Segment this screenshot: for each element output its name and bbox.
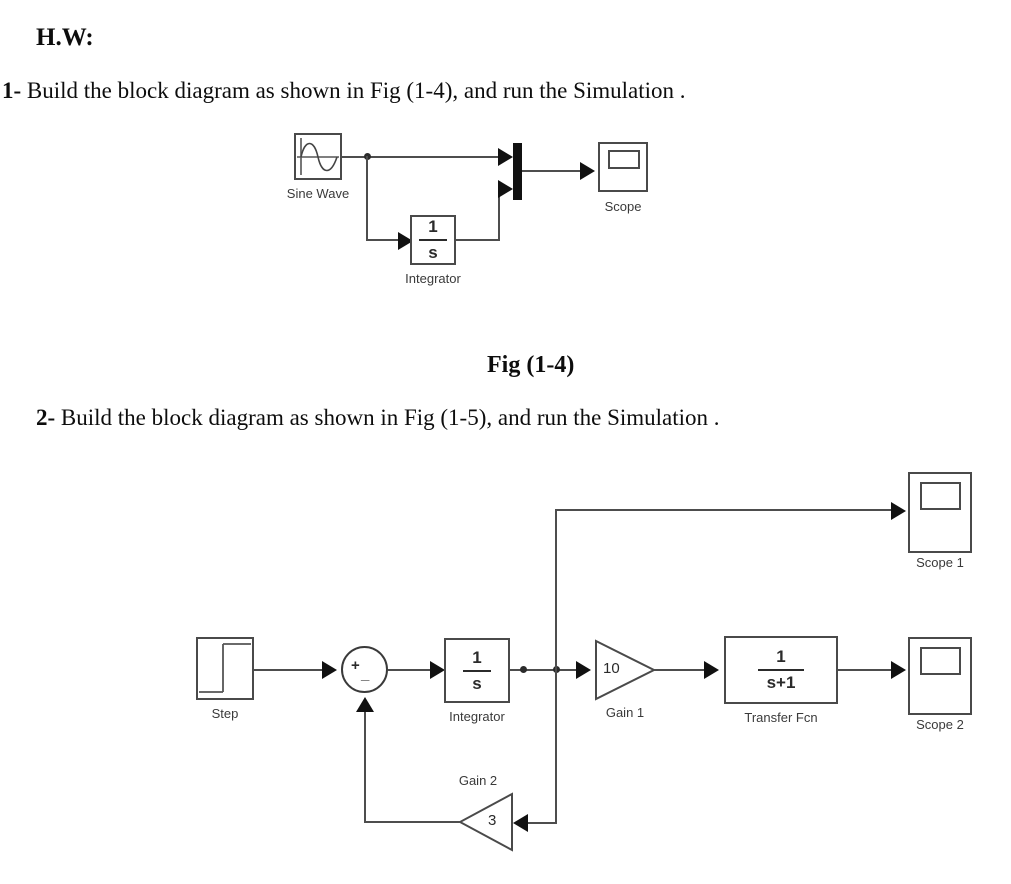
page-title: H.W: [36, 24, 94, 51]
integrator-numerator-1: 1 [428, 217, 438, 237]
branch-point-integrator-out [520, 666, 527, 673]
wire-sine-branch-down [366, 156, 368, 240]
figure-caption-1-4: Fig (1-4) [487, 352, 575, 378]
arrow-into-gain-1 [576, 661, 591, 679]
integrator-expression-1: 1 s [412, 217, 454, 263]
instruction-2-text: Build the block diagram as shown in Fig … [55, 405, 720, 430]
arrow-into-mux-1 [498, 148, 513, 166]
wire-gain2-out [364, 821, 460, 823]
gain-2-label: Gain 2 [458, 773, 498, 788]
arrow-into-scope-1 [580, 162, 595, 180]
fraction-bar [419, 239, 447, 241]
block-diagram-fig-1-4: Sine Wave 1 s Integrator [0, 0, 1011, 300]
wire-feedback-up-to-sum [364, 712, 366, 822]
wire-integrator-up-1 [498, 188, 500, 240]
arrow-into-scope-1-top [891, 502, 906, 520]
instruction-2-number: 2- [36, 405, 56, 430]
wire-step-to-sum [254, 669, 324, 671]
instruction-1-text: Build the block diagram as shown in Fig … [21, 78, 686, 103]
scope-block-2[interactable] [908, 637, 972, 715]
arrow-into-sum [322, 661, 337, 679]
sine-wave-block[interactable] [294, 133, 342, 180]
integrator-block-1[interactable]: 1 s [410, 215, 456, 265]
gain-1-value: 10 [603, 660, 620, 677]
integrator-block-2[interactable]: 1 s [444, 638, 510, 703]
sum-minus-sign: _ [361, 666, 370, 683]
fraction-bar [463, 669, 491, 672]
integrator-expression-2: 1 s [446, 640, 508, 701]
step-block[interactable] [196, 637, 254, 700]
arrow-into-integrator-2 [430, 661, 445, 679]
integrator-numerator-2: 1 [472, 647, 482, 667]
gain-1-block[interactable]: 10 [594, 639, 657, 701]
step-label: Step [211, 706, 239, 721]
scope-1-label: Scope 1 [916, 555, 964, 570]
transfer-fcn-block[interactable]: 1 s+1 [724, 636, 838, 704]
arrow-into-scope-2 [891, 661, 906, 679]
sine-wave-icon [297, 138, 339, 175]
wire-branch-vertical [555, 509, 557, 823]
arrow-into-gain-2 [513, 814, 528, 832]
gain-2-block[interactable]: 3 [457, 792, 514, 852]
transfer-fcn-denominator: s+1 [766, 673, 796, 692]
instruction-1-number: 1- [2, 78, 22, 103]
arrow-into-sum-minus [356, 697, 374, 712]
scope-icon [920, 647, 961, 675]
integrator-label-1: Integrator [405, 271, 461, 286]
scope-block-1-fig2[interactable] [908, 472, 972, 553]
transfer-fcn-expression: 1 s+1 [726, 638, 836, 702]
scope-icon [608, 150, 640, 169]
gain-2-value: 3 [488, 812, 497, 829]
gain-triangle-icon [457, 792, 513, 852]
scope-icon [920, 482, 961, 510]
wire-branch-to-scope-1 [555, 509, 893, 511]
gain-1-label: Gain 1 [605, 705, 645, 720]
wire-transfer-to-scope-2 [838, 669, 894, 671]
scope-label-1: Scope [604, 199, 642, 214]
wire-gain1-to-transfer [654, 669, 708, 671]
transfer-fcn-label: Transfer Fcn [744, 710, 818, 725]
step-signal-icon [199, 643, 251, 693]
gain-triangle-icon [595, 639, 657, 701]
instruction-2: 2- Build the block diagram as shown in F… [36, 405, 720, 431]
arrow-into-integrator-1 [398, 232, 413, 250]
wire-feedback-to-gain-2 [528, 822, 557, 824]
wire-integrator-out-2 [510, 669, 586, 671]
sine-wave-label: Sine Wave [286, 186, 350, 201]
wire-mux-to-scope [522, 170, 582, 172]
wire-integrator-out-1 [456, 239, 500, 241]
integrator-denominator-2: s [472, 673, 482, 693]
wire-branch-to-integrator [366, 239, 400, 241]
scope-2-label: Scope 2 [916, 717, 964, 732]
fraction-bar [758, 669, 804, 671]
transfer-fcn-numerator: 1 [776, 647, 786, 667]
arrow-into-transfer-fcn [704, 661, 719, 679]
arrow-into-mux-2 [498, 180, 513, 198]
instruction-1: 1- Build the block diagram as shown in F… [2, 78, 686, 104]
scope-block-1[interactable] [598, 142, 648, 192]
wire-sum-to-integrator [388, 669, 436, 671]
sum-junction[interactable]: + _ [341, 646, 388, 693]
sum-plus-sign: + [351, 657, 360, 674]
wire-sine-to-mux [342, 156, 500, 158]
mux-block[interactable] [513, 143, 522, 200]
integrator-label-2: Integrator [449, 709, 505, 724]
integrator-denominator-1: s [428, 243, 438, 262]
